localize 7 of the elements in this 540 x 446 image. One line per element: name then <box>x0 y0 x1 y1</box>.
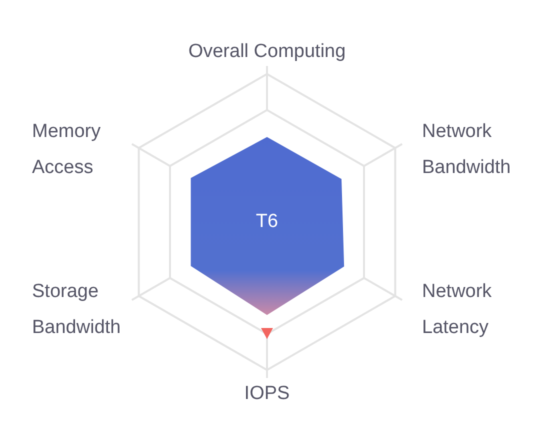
axis-label: Overall Computing <box>187 40 347 64</box>
axis-label: IOPS <box>243 382 291 406</box>
axis-label: Network Bandwidth <box>422 120 512 180</box>
axis-label: Storage Bandwidth <box>32 280 122 340</box>
axis-label: Memory Access <box>32 120 102 180</box>
series-label: T6 <box>254 210 280 234</box>
axis-label: Network Latency <box>422 280 493 340</box>
